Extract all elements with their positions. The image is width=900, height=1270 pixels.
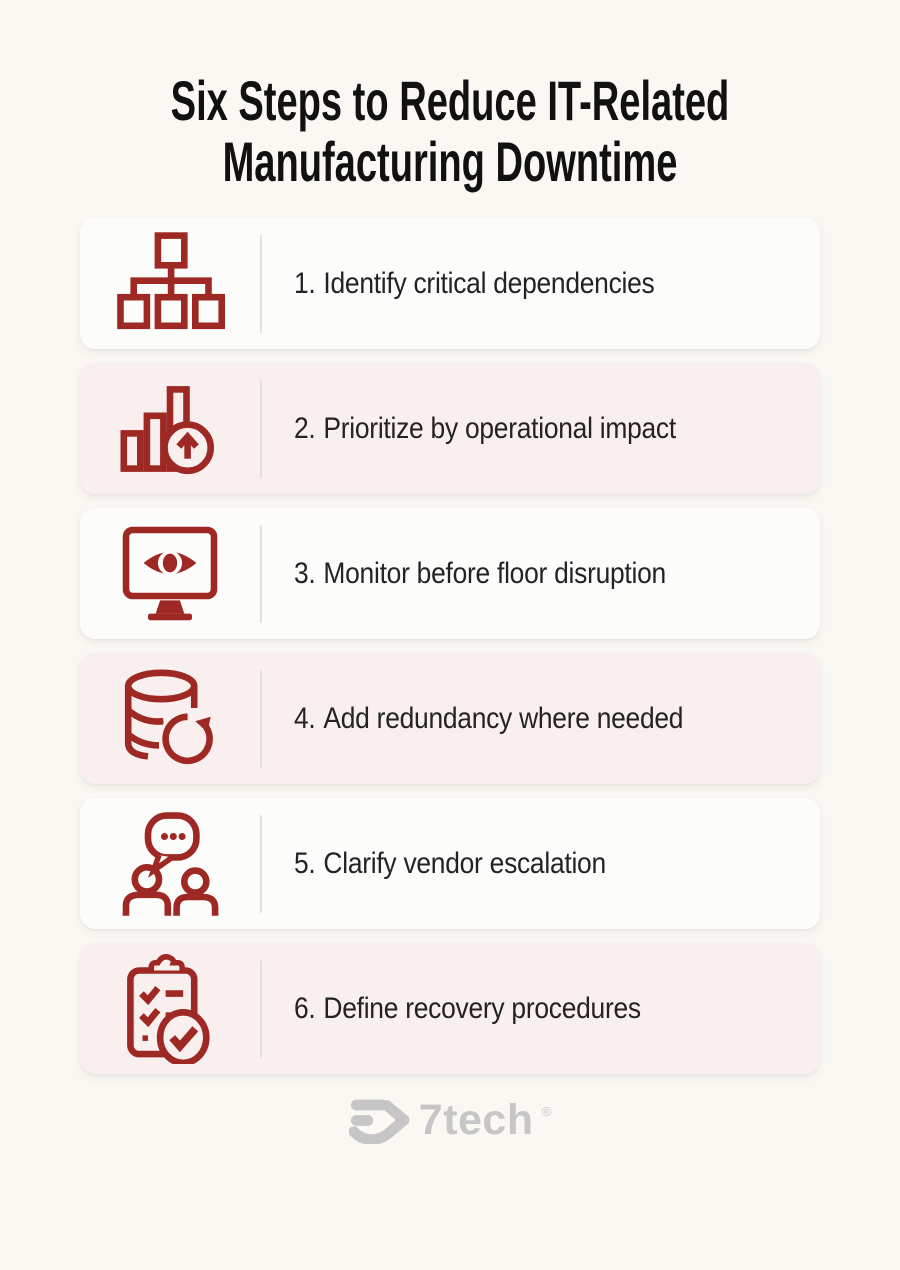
step-card-6: 6.Define recovery procedures (80, 943, 820, 1074)
page-title-line2: Manufacturing Downtime (222, 130, 678, 193)
step-4-text: 4.Add redundancy where needed (294, 702, 683, 736)
step-1-icon-box (80, 229, 260, 339)
infographic: Six Steps to Reduce IT-Related Manufactu… (0, 70, 900, 1144)
step-6-label: Define recovery procedures (323, 991, 641, 1025)
divider (260, 814, 262, 913)
step-5-number: 5. (294, 846, 316, 880)
divider (260, 669, 262, 768)
step-6-text: 6.Define recovery procedures (294, 992, 641, 1026)
divider (260, 524, 262, 623)
step-5-icon-box (80, 809, 260, 919)
step-card-2: 2.Prioritize by operational impact (80, 363, 820, 494)
registered-trademark-symbol: ® (541, 1104, 552, 1119)
divider (260, 234, 262, 333)
steps-list: 1.Identify critical dependencies 2.Prior… (80, 218, 820, 1074)
step-3-icon-box (80, 519, 260, 629)
hierarchy-icon (117, 231, 225, 329)
page-title-line1: Six Steps to Reduce IT-Related (170, 69, 730, 132)
people-chat-icon (122, 811, 219, 916)
clipboard-check-icon (127, 953, 210, 1064)
seventech-logo-icon (348, 1099, 410, 1144)
step-6-number: 6. (294, 991, 316, 1025)
page-title: Six Steps to Reduce IT-Related Manufactu… (144, 70, 756, 192)
monitor-eye-icon (122, 526, 218, 620)
seventech-logo-text: 7tech (418, 1096, 534, 1144)
divider (260, 379, 262, 478)
step-2-label: Prioritize by operational impact (323, 411, 676, 445)
step-3-label: Monitor before floor disruption (323, 556, 666, 590)
step-1-text: 1.Identify critical dependencies (294, 266, 655, 301)
footer: 7tech ® (0, 1096, 900, 1144)
step-card-3: 3.Monitor before floor disruption (80, 508, 820, 639)
step-6-icon-box (80, 953, 260, 1064)
step-1-label: Identify critical dependencies (323, 266, 655, 300)
step-card-5: 5.Clarify vendor escalation (80, 798, 820, 929)
step-5-label: Clarify vendor escalation (323, 846, 606, 880)
step-2-text: 2.Prioritize by operational impact (294, 412, 676, 446)
bar-chart-up-icon (120, 385, 215, 474)
step-2-icon-box (80, 374, 260, 484)
step-1-number: 1. (294, 266, 316, 300)
step-4-label: Add redundancy where needed (323, 701, 684, 735)
step-card-1: 1.Identify critical dependencies (80, 218, 820, 349)
step-4-icon-box (80, 664, 260, 774)
step-3-text: 3.Monitor before floor disruption (294, 557, 666, 591)
database-refresh-icon (124, 669, 217, 767)
divider (260, 959, 262, 1058)
step-5-text: 5.Clarify vendor escalation (294, 847, 606, 881)
step-card-4: 4.Add redundancy where needed (80, 653, 820, 784)
step-4-number: 4. (294, 701, 316, 735)
step-3-number: 3. (294, 556, 316, 590)
step-2-number: 2. (294, 411, 316, 445)
